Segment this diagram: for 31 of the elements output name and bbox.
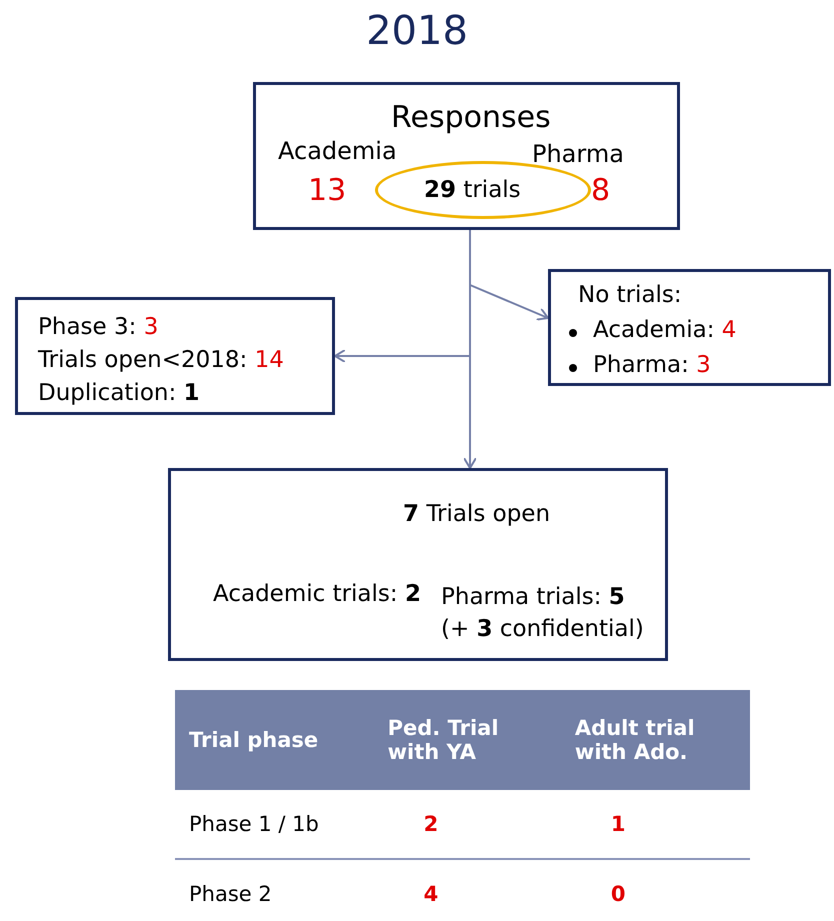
header-cell: Trial phase bbox=[175, 690, 374, 790]
process-box bbox=[168, 468, 668, 661]
process-box bbox=[548, 269, 831, 386]
ellipse-label: 29 trials bbox=[424, 177, 521, 203]
highlight-ellipse bbox=[375, 161, 591, 219]
count: 13 bbox=[308, 173, 346, 208]
heading: Responses bbox=[391, 100, 551, 135]
header-cell: Ped. Trial with YA bbox=[374, 690, 561, 790]
text-line: Academic trials: 2 bbox=[213, 581, 421, 607]
text-line: Pharma trials: 5 (+ 3 confidential) bbox=[441, 583, 645, 644]
heading: 7 Trials open bbox=[403, 501, 550, 527]
table-cell: 1 bbox=[560, 790, 750, 859]
text-line: Duplication: 1 bbox=[38, 380, 200, 406]
bullet-item: Academia: 4 bbox=[593, 317, 736, 343]
group-label: Pharma bbox=[532, 140, 624, 168]
text-line: Trials open<2018: 14 bbox=[38, 347, 284, 373]
table-cell: 2 bbox=[374, 790, 561, 859]
title: 2018 bbox=[365, 8, 469, 54]
table-cell: Phase 1 / 1b bbox=[175, 790, 374, 859]
process-box bbox=[15, 297, 335, 415]
header-cell: Adult trial with Ado. bbox=[560, 690, 750, 790]
group-label: Academia bbox=[278, 137, 397, 165]
table-cell: 0 bbox=[560, 859, 750, 921]
heading: No trials: bbox=[578, 282, 682, 308]
arrow bbox=[463, 230, 477, 469]
text-line: Phase 3: 3 bbox=[38, 314, 158, 340]
count: 8 bbox=[591, 173, 610, 208]
table-cell: Phase 2 bbox=[175, 859, 374, 921]
process-box bbox=[253, 82, 680, 230]
bullet-item: Pharma: 3 bbox=[593, 352, 711, 378]
table-cell: 4 bbox=[374, 859, 561, 921]
